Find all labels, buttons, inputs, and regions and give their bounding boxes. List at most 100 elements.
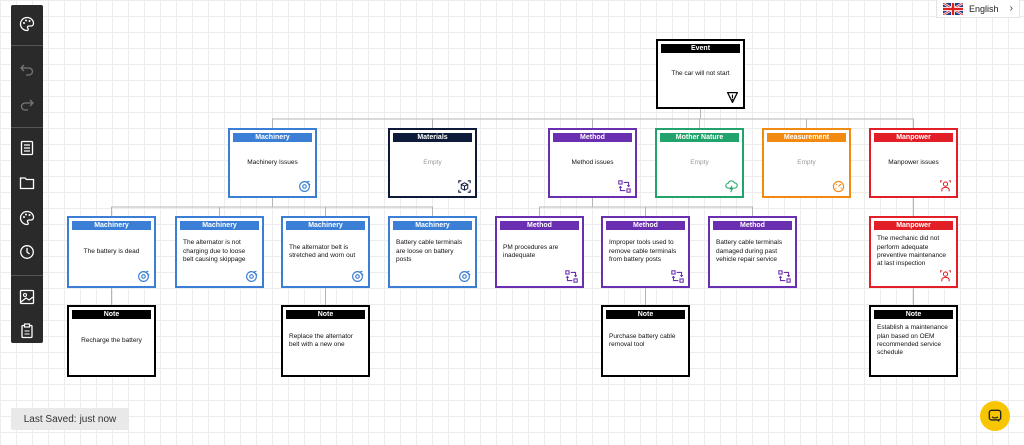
- image-icon: [19, 289, 35, 305]
- connector-line: [700, 109, 914, 128]
- palette-icon: [19, 16, 35, 32]
- toolbar-divider: [11, 45, 43, 46]
- theme-button[interactable]: [11, 203, 43, 233]
- card-text: The car will not start: [671, 69, 730, 77]
- people-icon: [939, 270, 952, 283]
- language-selector[interactable]: English ›: [936, 0, 1020, 18]
- card-text: Improper tools used to remove cable term…: [609, 239, 677, 264]
- connector-line: [592, 198, 646, 216]
- image-button[interactable]: [11, 282, 43, 312]
- card-text: Empty: [423, 158, 442, 166]
- last-saved-value: just now: [79, 413, 117, 425]
- chat-icon: [988, 409, 1002, 423]
- gear-icon: [458, 270, 471, 283]
- card-header: Materials: [393, 133, 472, 142]
- card-text: The alternator belt is stretched and wor…: [289, 243, 356, 259]
- connector-line: [111, 198, 273, 216]
- process-icon: [778, 270, 791, 283]
- palette-button[interactable]: [11, 9, 43, 39]
- folder-icon: [19, 175, 35, 191]
- card-header: Mother Nature: [660, 133, 739, 142]
- card-header: Note: [72, 310, 151, 319]
- uk-flag-icon: [943, 2, 963, 15]
- card-header: Note: [286, 310, 365, 319]
- clock-icon: [19, 244, 35, 260]
- card-header: Method: [606, 221, 685, 230]
- clipboard-button[interactable]: [11, 316, 43, 346]
- card-header: Machinery: [233, 133, 312, 142]
- card-text: Empty: [797, 158, 816, 166]
- gear-icon: [298, 180, 311, 193]
- toolbar-divider: [11, 275, 43, 276]
- card-header: Method: [553, 133, 632, 142]
- card-text: Manpower issues: [888, 158, 939, 166]
- card-header: Machinery: [286, 221, 365, 230]
- connector-line: [219, 198, 273, 216]
- card-header: Event: [661, 44, 740, 53]
- gear-icon: [137, 270, 150, 283]
- card-text: Empty: [690, 158, 709, 166]
- undo-button[interactable]: [11, 54, 43, 84]
- redo-button[interactable]: [11, 89, 43, 119]
- connector-line: [272, 109, 701, 128]
- card-header: Measurement: [767, 133, 846, 142]
- connector-line: [272, 198, 326, 216]
- redo-icon: [19, 96, 35, 112]
- last-saved-status: Last Saved: just now: [11, 408, 129, 430]
- chat-button[interactable]: [980, 401, 1010, 431]
- history-button[interactable]: [11, 237, 43, 267]
- card-text: Replace the alternator belt with a new o…: [289, 332, 353, 348]
- card-text: The battery is dead: [83, 247, 140, 255]
- palette-icon: [19, 210, 35, 226]
- cloud-icon: [725, 180, 738, 193]
- left-toolbar: [11, 5, 43, 343]
- connector-line: [699, 109, 701, 128]
- card-text: Method issues: [571, 158, 614, 166]
- card-header: Note: [606, 310, 685, 319]
- card-header: Method: [713, 221, 792, 230]
- last-saved-label: Last Saved:: [23, 413, 77, 425]
- card-text: Battery cable terminals are loose on bat…: [396, 239, 463, 264]
- connector-line: [592, 109, 701, 128]
- card-header: Manpower: [874, 221, 953, 230]
- card-text: The mechanic did not perform adequate pr…: [877, 235, 947, 268]
- card-text: Machinery Issues: [247, 158, 298, 166]
- connector-line: [592, 198, 753, 216]
- chevron-right-icon: ›: [1009, 3, 1013, 14]
- card-text: Battery cable terminals damaged during p…: [716, 239, 783, 264]
- card-text: Recharge the battery: [81, 336, 142, 344]
- connector-line: [539, 198, 593, 216]
- gear-icon: [245, 270, 258, 283]
- list-icon: [19, 140, 35, 156]
- clipboard-icon: [19, 323, 35, 339]
- folder-button[interactable]: [11, 168, 43, 198]
- list-button[interactable]: [11, 133, 43, 163]
- connector-line: [432, 109, 701, 128]
- card-header: Machinery: [393, 221, 472, 230]
- card-header: Machinery: [72, 221, 151, 230]
- card-text: PM procedures are inadequate: [503, 243, 559, 259]
- card-text: Purchase battery cable removal tool: [609, 332, 676, 348]
- people-icon: [939, 180, 952, 193]
- card-text: The alternator is not charging due to lo…: [183, 239, 246, 264]
